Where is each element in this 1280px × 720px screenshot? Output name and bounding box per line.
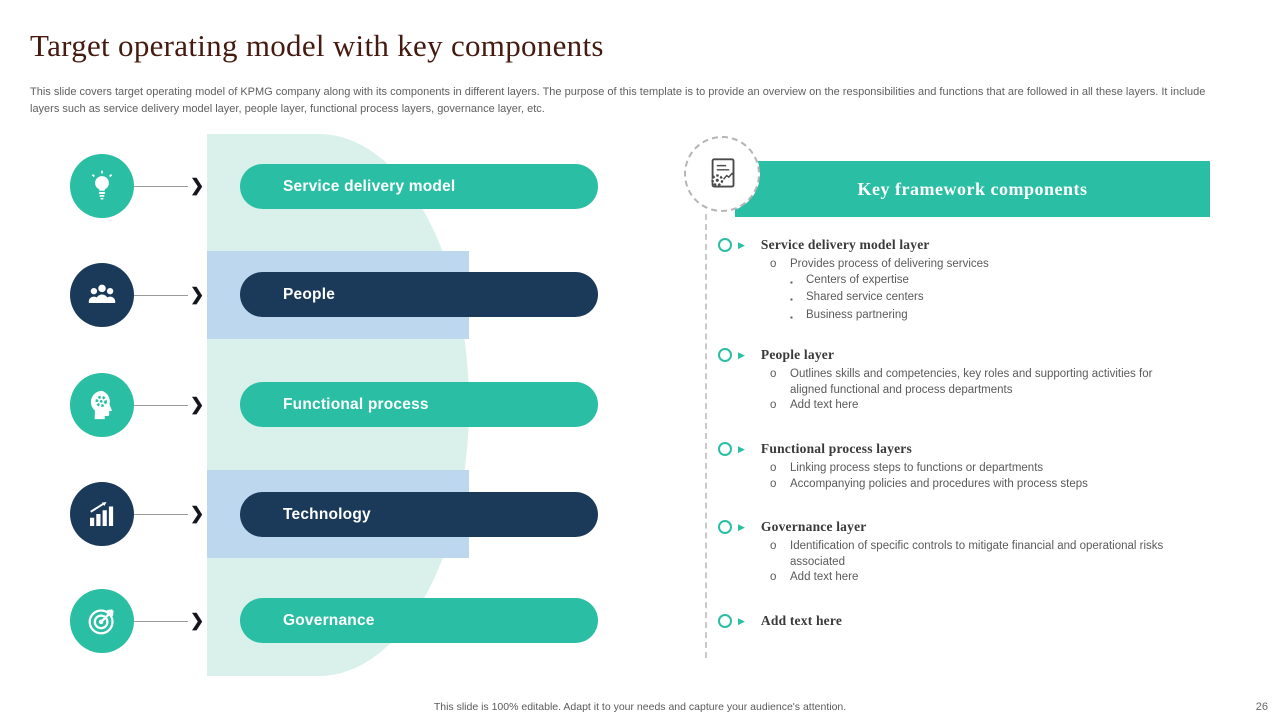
people-icon	[70, 263, 134, 327]
page-number: 26	[1255, 701, 1268, 713]
bullet-text: Accompanying policies and procedures wit…	[790, 477, 1088, 490]
bar-chart-icon	[70, 482, 134, 546]
pill-label: People	[283, 285, 336, 303]
slide-footer-note: This slide is 100% editable. Adapt it to…	[433, 701, 847, 713]
page-title: Target operating model with key componen…	[30, 28, 604, 63]
section-functional-process: ▶ Functional process layers o Linking pr…	[718, 441, 1183, 492]
section-title: Functional process layers	[760, 441, 912, 456]
arrow-icon: ❯	[190, 504, 205, 523]
bullet-marker: o	[770, 462, 777, 474]
bullet-item: o Add text here	[770, 398, 1183, 414]
sub-bullet-marker: ▪	[790, 295, 793, 304]
circle-bullet-icon	[718, 348, 732, 362]
pill-functional-process: Functional process	[240, 382, 598, 427]
bullet-item: o Add text here	[770, 570, 1183, 586]
section-people: ▶ People layer o Outlines skills and com…	[718, 347, 1183, 414]
bullet-item: o Linking process steps to functions or …	[770, 461, 1183, 477]
bullet-text: Add text here	[790, 571, 859, 583]
arrow-icon: ❯	[190, 176, 205, 195]
arrow-icon: ❯	[190, 285, 205, 304]
section-service-delivery: ▶ Service delivery model layer o Provide…	[718, 237, 1183, 325]
pill-label: Service delivery model	[283, 177, 456, 195]
connector-line	[134, 514, 188, 515]
pill-service-delivery-model: Service delivery model	[240, 164, 598, 209]
document-gear-icon	[684, 136, 760, 212]
bullet-text: Identification of specific controls to m…	[790, 540, 1164, 568]
connector-line	[134, 405, 188, 406]
section-add-text: ▶ Add text here	[718, 613, 1183, 629]
circle-bullet-icon	[718, 614, 732, 628]
timeline-dashed-line	[705, 214, 707, 658]
pill-governance: Governance	[240, 598, 598, 643]
circle-bullet-icon	[718, 442, 732, 456]
bullet-marker: o	[770, 399, 777, 411]
pill-technology: Technology	[240, 492, 598, 537]
arrow-icon: ❯	[190, 611, 205, 630]
sub-bullet-text: Shared service centers	[806, 291, 924, 303]
pill-label: Functional process	[283, 395, 429, 413]
key-framework-banner: Key framework components	[735, 161, 1210, 217]
section-governance: ▶ Governance layer o Identification of s…	[718, 519, 1183, 586]
slide-description: This slide covers target operating model…	[30, 86, 1206, 115]
bullet-item: o Outlines skills and competencies, key …	[770, 367, 1183, 398]
triangle-bullet-icon: ▶	[738, 616, 745, 626]
sub-bullet-item: ▪ Shared service centers	[790, 290, 1183, 308]
triangle-bullet-icon: ▶	[738, 522, 745, 532]
circle-bullet-icon	[718, 238, 732, 252]
sub-bullet-marker: ▪	[790, 312, 793, 322]
section-title: Governance layer	[760, 519, 867, 534]
triangle-bullet-icon: ▶	[738, 240, 745, 250]
connector-line	[134, 621, 188, 622]
bullet-item: o Identification of specific controls to…	[770, 539, 1183, 570]
bullet-text: Outlines skills and competencies, key ro…	[790, 368, 1153, 396]
bullet-marker: o	[770, 368, 777, 380]
pill-label: Technology	[283, 505, 371, 523]
section-title: People layer	[760, 347, 835, 362]
section-title: Service delivery model layer	[760, 237, 930, 252]
bullet-text: Provides process of delivering services	[790, 258, 989, 270]
bullet-marker: o	[770, 258, 777, 270]
pill-people: People	[240, 272, 598, 317]
bullet-marker: o	[770, 477, 777, 490]
bullet-marker: o	[770, 571, 777, 583]
arrow-icon: ❯	[190, 395, 205, 414]
circle-bullet-icon	[718, 520, 732, 534]
pill-label: Governance	[283, 611, 375, 629]
bullet-item: o Accompanying policies and procedures w…	[770, 477, 1183, 493]
sub-bullet-text: Business partnering	[806, 308, 908, 321]
banner-title: Key framework components	[857, 178, 1088, 199]
sub-bullet-text: Centers of expertise	[806, 273, 909, 286]
bullet-text: Add text here	[790, 399, 859, 411]
sub-bullet-item: ▪ Business partnering	[790, 308, 1183, 326]
target-icon	[70, 589, 134, 653]
triangle-bullet-icon: ▶	[738, 444, 745, 454]
connector-line	[134, 186, 188, 187]
connector-line	[134, 295, 188, 296]
bullet-item: o Provides process of delivering service…	[770, 257, 1183, 273]
lightbulb-icon	[70, 154, 134, 218]
bullet-text: Linking process steps to functions or de…	[790, 462, 1044, 474]
sub-bullet-item: ▪ Centers of expertise	[790, 273, 1183, 291]
head-gear-icon	[70, 373, 134, 437]
sub-bullet-marker: ▪	[790, 277, 793, 287]
section-title: Add text here	[760, 613, 843, 628]
triangle-bullet-icon: ▶	[738, 350, 745, 360]
bullet-marker: o	[770, 540, 777, 552]
